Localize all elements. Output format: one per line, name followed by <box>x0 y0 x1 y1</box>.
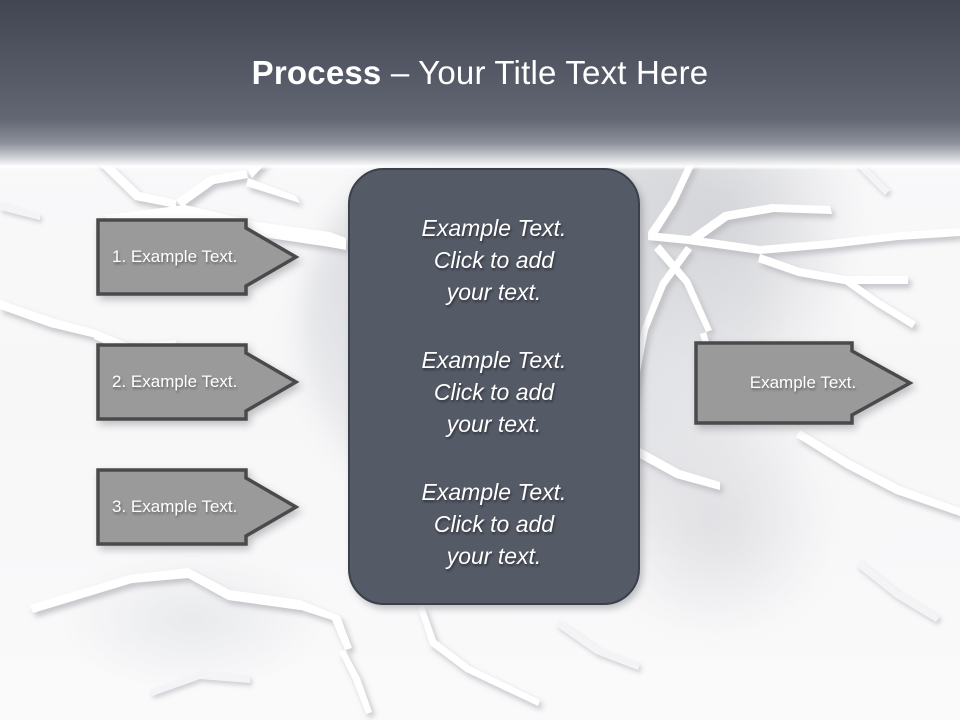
arrow-output[interactable]: Example Text. <box>694 341 914 425</box>
panel-text-block-2[interactable]: Example Text. Click to add your text. <box>421 347 567 437</box>
center-content-panel[interactable]: Example Text. Click to add your text. Ex… <box>348 168 640 605</box>
arrow-step-3[interactable]: 3. Example Text. <box>96 468 300 546</box>
page-title: Process – Your Title Text Here <box>0 52 960 94</box>
panel-text-block-3[interactable]: Example Text. Click to add your text. <box>421 479 567 569</box>
arrow-step-2[interactable]: 2. Example Text. <box>96 343 300 421</box>
title-band <box>0 0 960 170</box>
panel-text-block-1[interactable]: Example Text. Click to add your text. <box>421 215 567 305</box>
page-title-bold: Process <box>251 54 382 91</box>
arrow-step-1[interactable]: 1. Example Text. <box>96 218 300 296</box>
page-title-rest: – Your Title Text Here <box>381 54 709 91</box>
